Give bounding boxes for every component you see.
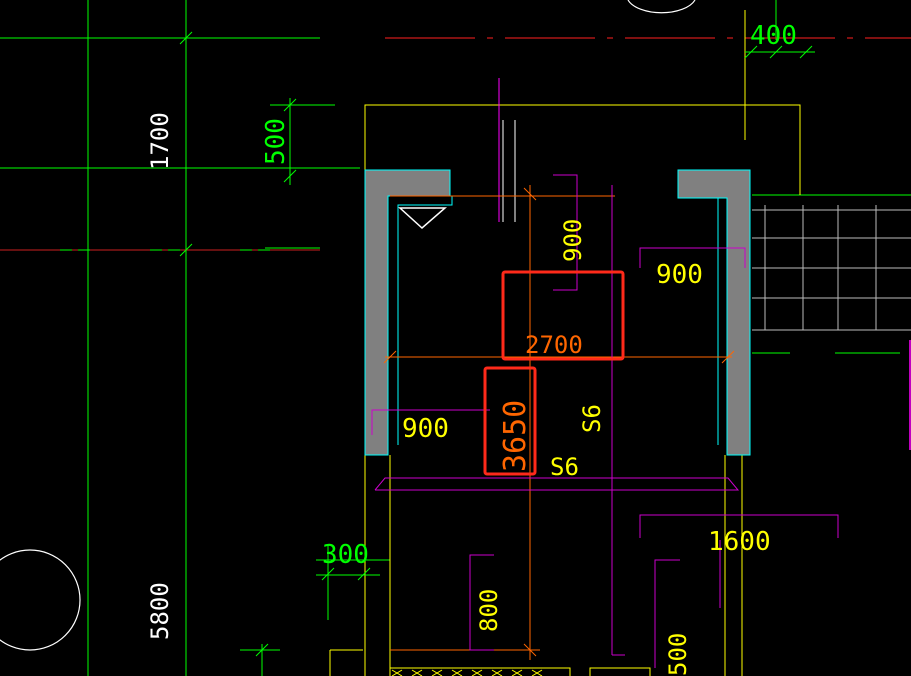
circle-symbols xyxy=(0,0,696,651)
dim-500-left: 500 xyxy=(261,118,291,165)
dim-400: 400 xyxy=(750,21,797,51)
level-marker-triangle xyxy=(398,207,448,230)
dim-800: 800 xyxy=(475,589,503,632)
dim-2700: 2700 xyxy=(525,331,583,359)
hatched-area xyxy=(752,205,911,331)
shaft-inner-cyan xyxy=(397,196,719,445)
magenta-annotations xyxy=(371,174,839,668)
dim-300: 300 xyxy=(322,540,369,570)
dim-5800: 5800 xyxy=(146,582,174,640)
dim-500-bottom: 500 xyxy=(664,633,692,676)
dim-900-top: 900 xyxy=(559,219,587,262)
dim-900-right: 900 xyxy=(656,260,703,290)
axis-line-red xyxy=(0,37,911,251)
dim-900-left: 900 xyxy=(402,414,449,444)
highlight-box-3650[interactable] xyxy=(483,366,537,476)
label-s6-horizontal: S6 xyxy=(550,453,579,481)
dimension-ticks-green xyxy=(179,31,815,676)
dim-3650: 3650 xyxy=(498,400,533,472)
dim-1600: 1600 xyxy=(708,527,771,557)
pipe-lines xyxy=(502,120,516,222)
highlight-box-2700[interactable] xyxy=(501,270,625,361)
dim-1700: 1700 xyxy=(146,112,174,170)
label-s6-vertical: S6 xyxy=(578,404,606,433)
bottom-hatch xyxy=(389,667,651,676)
